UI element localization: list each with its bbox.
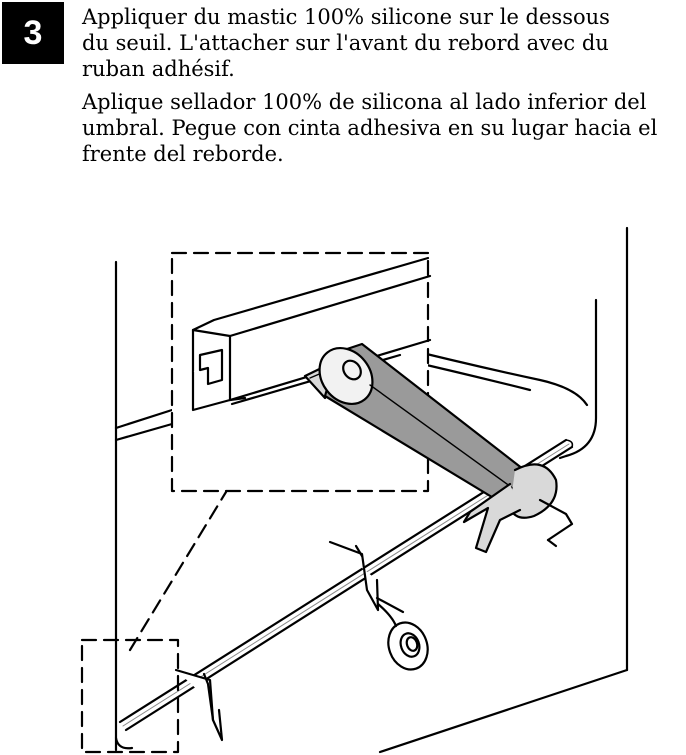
step-number: 3 [23,13,43,52]
tape-strip-left [174,668,224,742]
callout-leader-lines [128,490,228,652]
tape-strip-right [328,540,405,614]
instruction-french: Appliquer du mastic 100% silicone sur le… [82,5,610,81]
door-frame [114,226,629,754]
tape-roll [376,602,429,671]
detail-callout-small [80,638,180,754]
instruction-spanish: Aplique sellador 100% de silicona al lad… [82,90,658,166]
step-number-badge: 3 [2,2,64,64]
caulk-gun [303,342,574,554]
instruction-text: Appliquer du mastic 100% silicone sur le… [82,4,672,167]
